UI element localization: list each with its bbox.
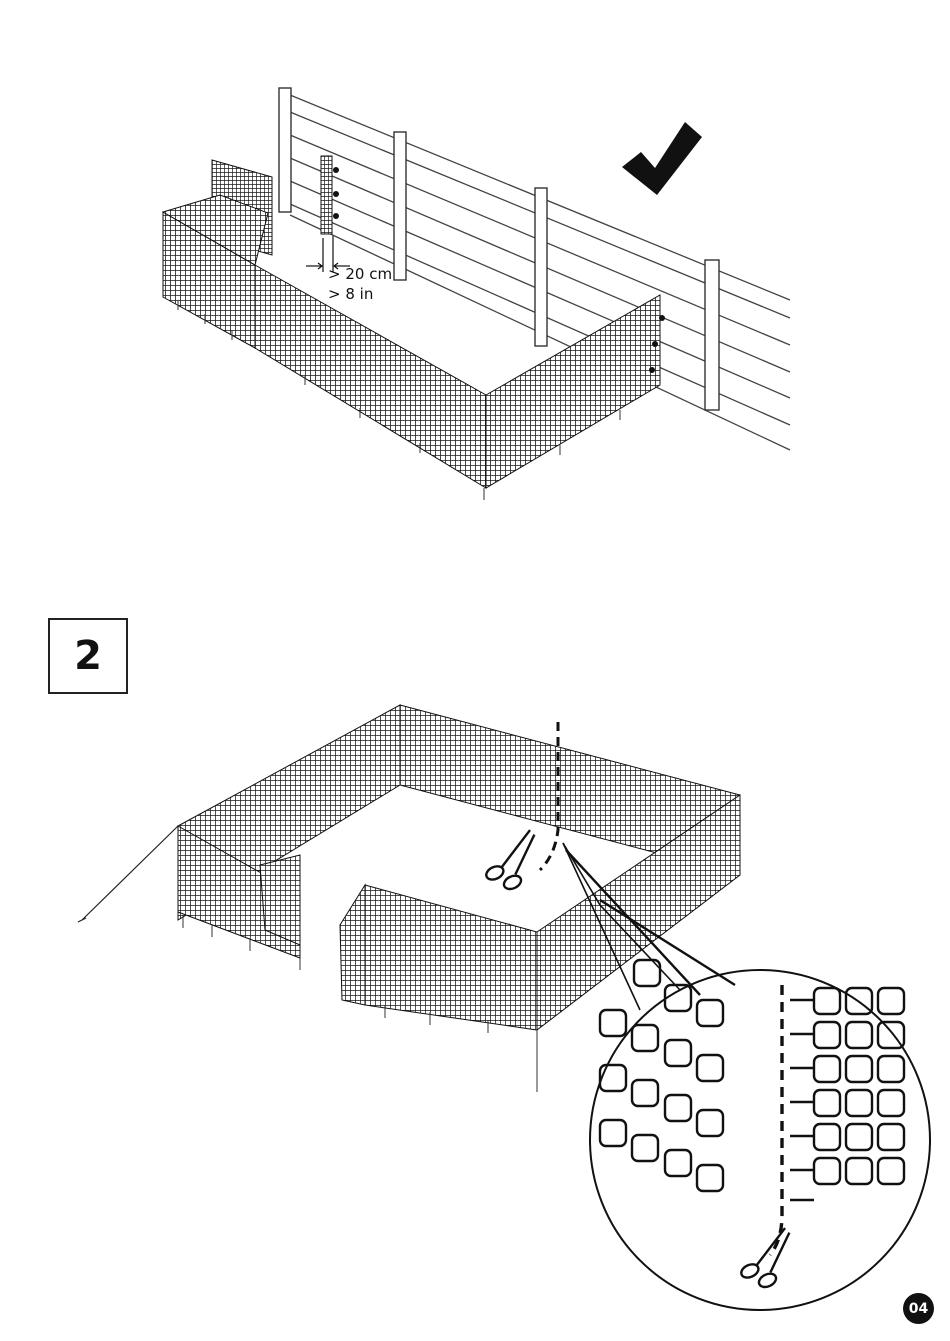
clearance-label-metric: > 20 cm	[328, 265, 392, 283]
figure-2-illustration	[0, 690, 950, 1340]
fence-post	[394, 132, 406, 280]
fence-post	[535, 188, 547, 346]
net2-panel-flap-front	[340, 885, 365, 1005]
guy-rope	[82, 826, 178, 920]
page-number-badge: 04	[903, 1293, 934, 1324]
offset-post	[321, 156, 339, 234]
scissors-icon	[477, 829, 552, 896]
fence-post	[279, 88, 291, 212]
net-panel-right	[486, 295, 660, 488]
step-number-badge: 2	[48, 618, 128, 694]
clearance-label-imperial: > 8 in	[328, 285, 373, 303]
figure-1-illustration	[0, 0, 950, 560]
fence-post	[705, 260, 719, 410]
net2-panel-front	[365, 885, 537, 1030]
step-number: 2	[74, 633, 102, 679]
page-number: 04	[909, 1301, 928, 1317]
check-mark-icon	[622, 122, 702, 195]
